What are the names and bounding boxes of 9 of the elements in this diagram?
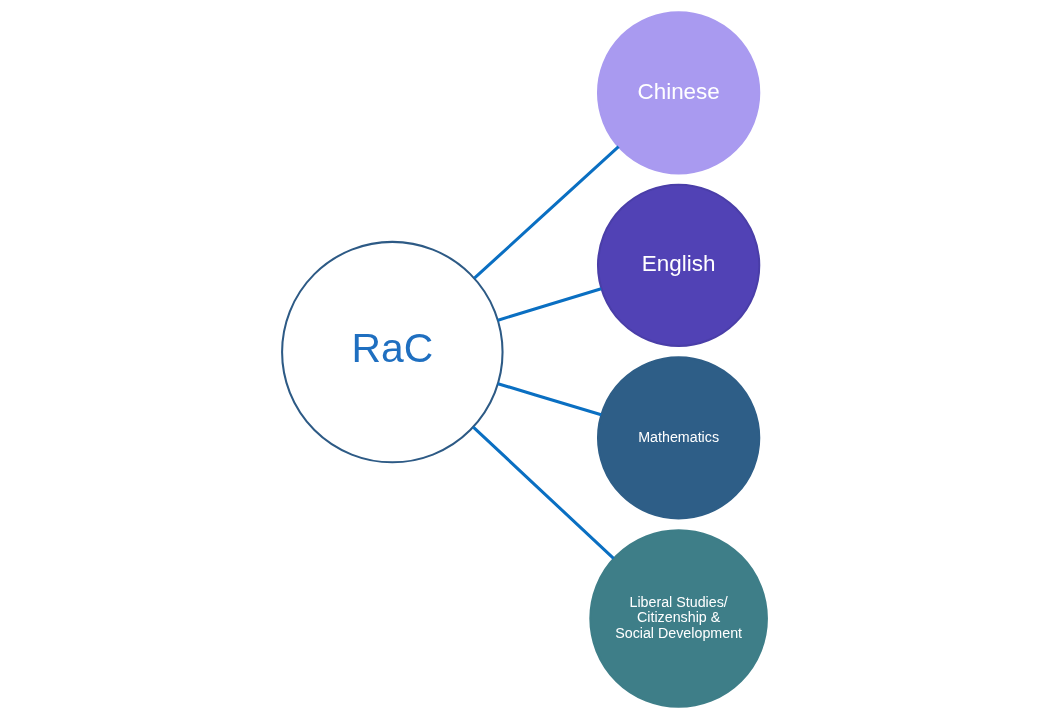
connector [497, 287, 602, 322]
node-circle: English [596, 183, 760, 347]
connector [497, 382, 602, 417]
node-circle: Mathematics [596, 356, 760, 520]
connector [472, 145, 620, 280]
connector [471, 425, 615, 560]
node-circle: RaC [280, 240, 504, 464]
node-circle: Liberal Studies/ Citizenship & Social Development [588, 529, 768, 708]
node-circle: Chinese [596, 11, 760, 175]
